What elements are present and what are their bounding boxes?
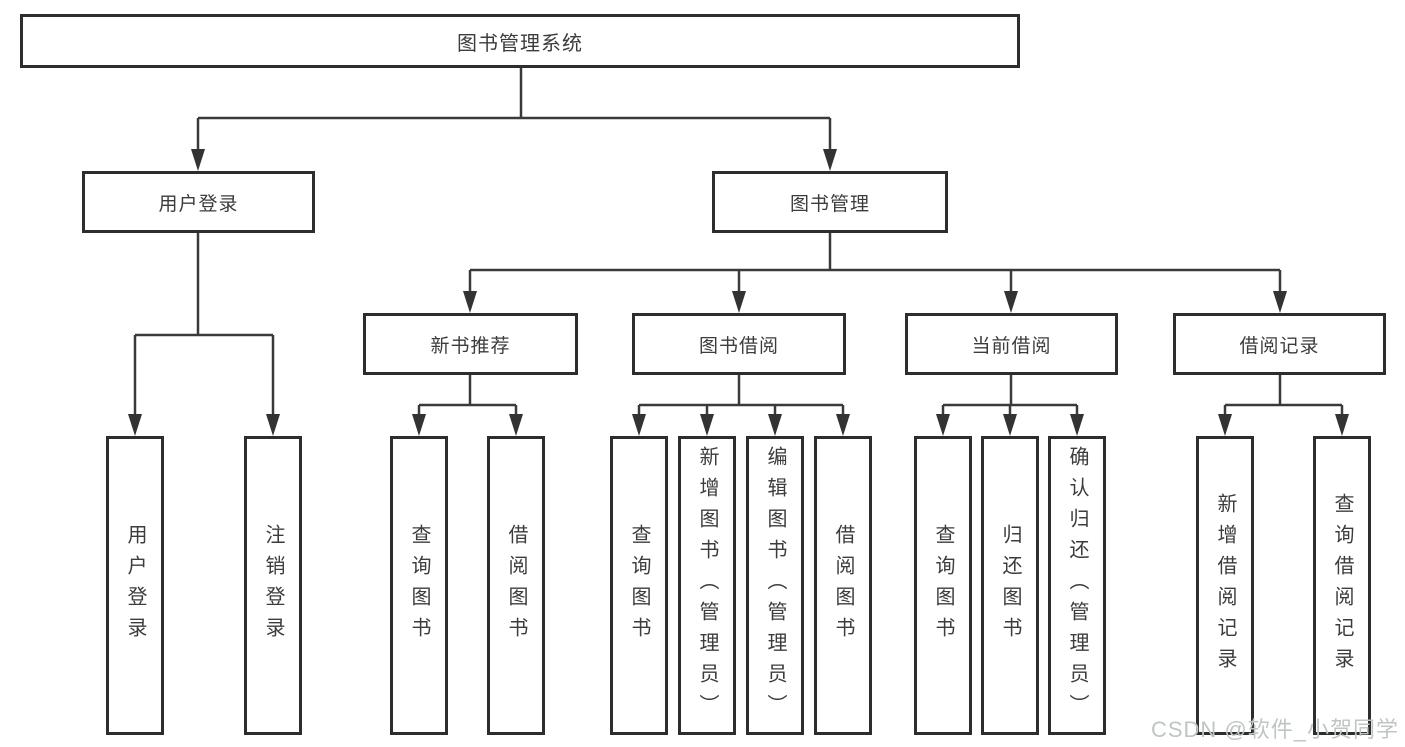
node-book-management: 图书管理 xyxy=(712,171,948,233)
leaf-query-books-recommend: 查询图书 xyxy=(390,436,448,735)
node-label: 借阅图书 xyxy=(832,523,854,648)
leaf-add-borrow-record: 新增借阅记录 xyxy=(1196,436,1254,735)
node-label: 新书推荐 xyxy=(430,335,511,357)
node-book-borrowing: 图书借阅 xyxy=(632,313,846,375)
node-label: 编辑图书（管理员） xyxy=(764,446,786,725)
leaf-user-login: 用户登录 xyxy=(106,436,164,735)
node-current-borrowing: 当前借阅 xyxy=(905,313,1118,375)
node-label: 图书借阅 xyxy=(698,335,779,357)
node-label: 图书管理系统 xyxy=(457,32,583,55)
leaf-query-books-borrowing: 查询图书 xyxy=(610,436,668,735)
node-library-management-system: 图书管理系统 xyxy=(20,14,1020,68)
node-label: 查询图书 xyxy=(628,523,650,648)
node-label: 当前借阅 xyxy=(971,335,1052,357)
node-label: 图书管理 xyxy=(789,193,870,215)
leaf-return-books: 归还图书 xyxy=(981,436,1039,735)
leaf-borrow-books-borrowing: 借阅图书 xyxy=(814,436,872,735)
watermark-text: CSDN @软件_小贺同学 xyxy=(1150,717,1399,742)
node-borrowing-records: 借阅记录 xyxy=(1173,313,1386,375)
node-label: 确认归还（管理员） xyxy=(1066,446,1088,725)
node-label: 借阅记录 xyxy=(1239,335,1320,357)
node-new-book-recommendation: 新书推荐 xyxy=(363,313,578,375)
node-label: 用户登录 xyxy=(124,523,146,648)
leaf-logout: 注销登录 xyxy=(244,436,302,735)
node-label: 注销登录 xyxy=(262,523,284,648)
node-label: 新增图书（管理员） xyxy=(696,446,718,725)
node-label: 查询借阅记录 xyxy=(1331,492,1353,679)
leaf-confirm-return-admin: 确认归还（管理员） xyxy=(1048,436,1106,735)
leaf-borrow-books-recommend: 借阅图书 xyxy=(487,436,545,735)
leaf-add-book-admin: 新增图书（管理员） xyxy=(678,436,736,735)
leaf-query-borrow-record: 查询借阅记录 xyxy=(1313,436,1371,735)
node-user-login: 用户登录 xyxy=(82,171,315,233)
node-label: 用户登录 xyxy=(158,193,239,215)
node-label: 查询图书 xyxy=(408,523,430,648)
node-label: 归还图书 xyxy=(999,523,1021,648)
node-label: 借阅图书 xyxy=(505,523,527,648)
node-label: 查询图书 xyxy=(932,523,954,648)
leaf-query-books-current: 查询图书 xyxy=(914,436,972,735)
node-label: 新增借阅记录 xyxy=(1214,492,1236,679)
leaf-edit-book-admin: 编辑图书（管理员） xyxy=(746,436,804,735)
